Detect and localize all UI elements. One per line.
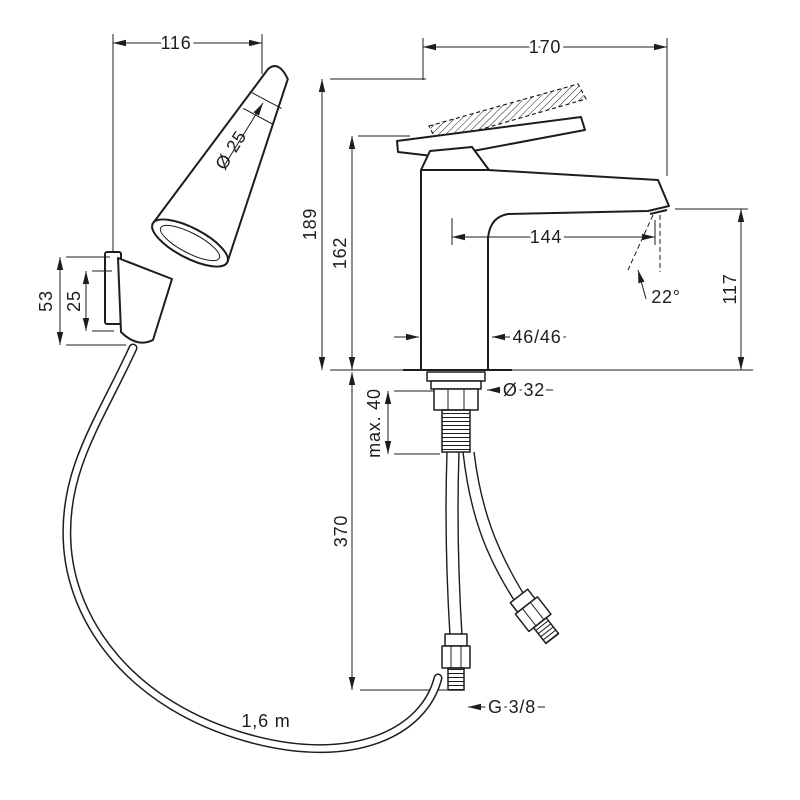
- dim-53-label: 53: [36, 290, 56, 312]
- supply-fitting-a: [441, 633, 471, 691]
- supply-hose-a: [445, 451, 451, 637]
- shower-hose-inner: [63, 345, 441, 752]
- hose-length-label: 1,6 m: [241, 711, 290, 731]
- mixer-handle: [396, 116, 586, 158]
- dim-117: [675, 208, 748, 370]
- dim-25: [82, 270, 114, 332]
- dim-170: [422, 38, 668, 176]
- spray-plate: [159, 224, 221, 262]
- dim-189-label: 189: [300, 208, 320, 240]
- dim-25-label: 25: [64, 290, 84, 312]
- dim-body-section-label: 46/46: [512, 327, 561, 347]
- dim-53: [56, 256, 126, 346]
- supply-fitting-b: [509, 588, 560, 645]
- hoses-group: [62, 343, 560, 754]
- spray-face: [151, 218, 229, 268]
- mounting-shank: [426, 371, 486, 453]
- dim-162-label: 162: [330, 237, 350, 269]
- stream-angled-line: [627, 214, 654, 271]
- dim-thread-label: G 3/8: [488, 697, 536, 717]
- supply-hose-b: [462, 451, 515, 601]
- dim-angle-leader: [637, 269, 647, 300]
- dim-117-label: 117: [720, 273, 740, 304]
- dim-170-label: 170: [529, 37, 561, 57]
- dim-angle-label: 22°: [651, 287, 681, 307]
- dim-grip-diameter: [223, 92, 283, 167]
- dim-max-40-label: max. 40: [364, 388, 384, 458]
- dim-116-label: 116: [160, 33, 191, 53]
- dim-hole-label: Ø 32: [503, 380, 545, 400]
- dim-116: [112, 34, 263, 252]
- aerator-icon: [649, 209, 668, 215]
- dim-144: [451, 218, 656, 245]
- labels-group: 116 Ø 25 53 25 1,6 m 170 189 162 144 117…: [36, 30, 740, 732]
- dim-189: [318, 78, 426, 370]
- supply-hose-b2: [473, 451, 524, 594]
- dim-370-label: 370: [331, 515, 351, 547]
- dim-162: [348, 135, 410, 370]
- holder-cup: [117, 257, 173, 344]
- dim-144-label: 144: [530, 227, 562, 247]
- mixer-cartridge-cone: [420, 146, 490, 171]
- dim-max-40: [384, 390, 440, 455]
- supply-hose-a2: [457, 451, 463, 637]
